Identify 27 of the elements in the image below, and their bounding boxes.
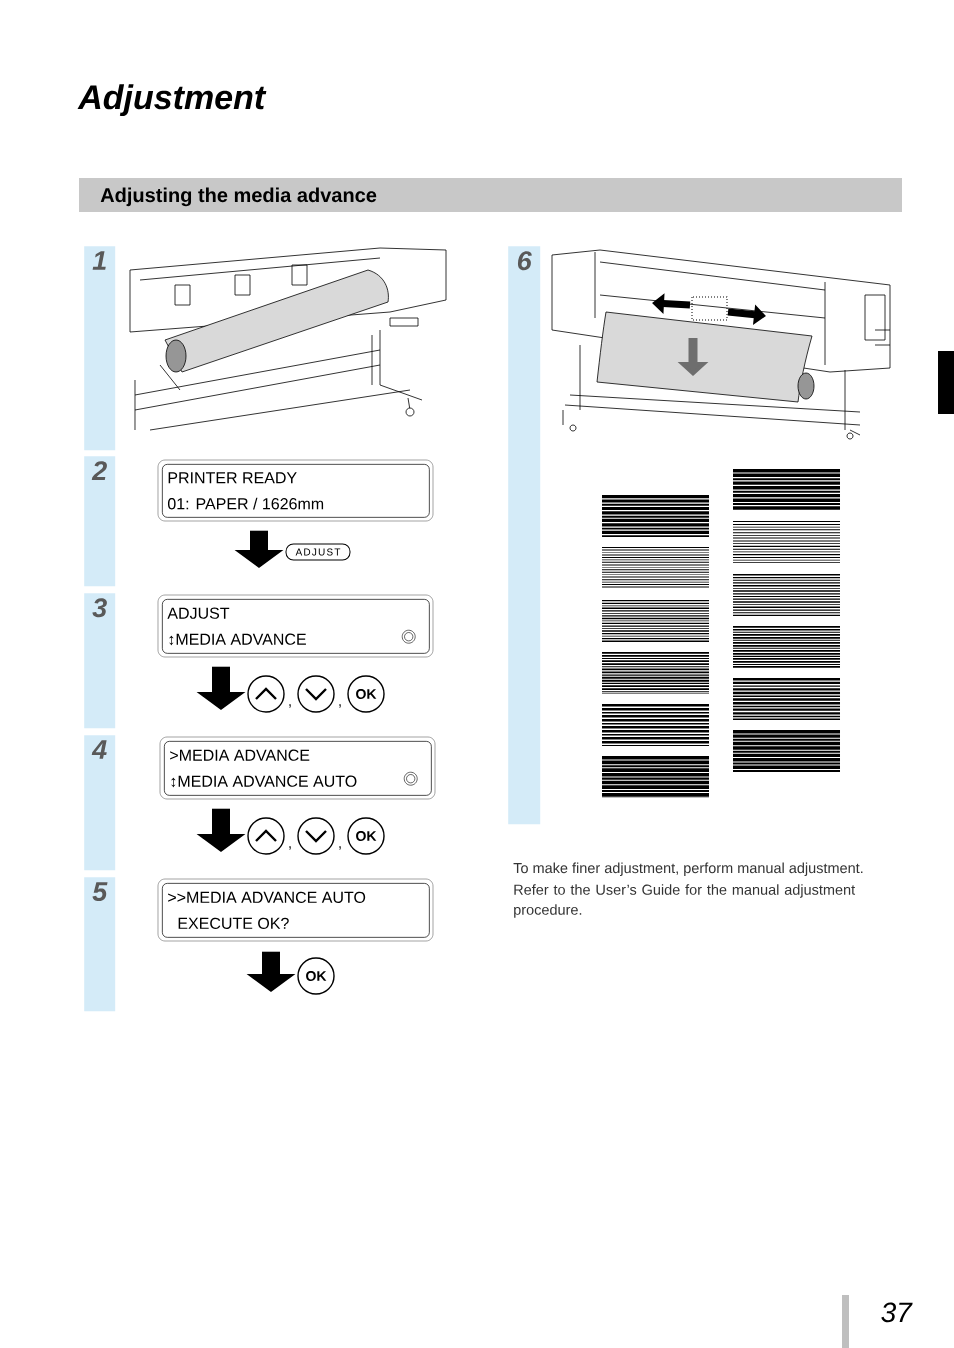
- page-title: Adjustment: [77, 84, 267, 117]
- display-panel: >MEDIA ADVANCE ↕MEDIA ADVANCE AUTO: [159, 736, 436, 800]
- ok-button: OK: [347, 675, 385, 713]
- step-band: 4: [84, 735, 116, 871]
- comma: ,: [289, 704, 291, 708]
- page-number: 37: [842, 1295, 913, 1348]
- step-band: 6: [508, 246, 541, 825]
- comma: ,: [289, 846, 291, 850]
- note-text: To make finer adjustment, perform manual adjustment.: [513, 862, 863, 876]
- up-button: [247, 675, 285, 713]
- display-panel: PRINTER READY 01: PAPER / 1626mm: [157, 459, 434, 522]
- step-band: 1: [84, 246, 116, 451]
- step-band: 2: [84, 456, 116, 587]
- adjust-button: ADJUST: [285, 543, 351, 561]
- comma: ,: [339, 846, 341, 850]
- display-panel: >>MEDIA ADVANCE AUTO EXECUTE OK?: [157, 878, 434, 942]
- section-heading: Adjusting the media advance: [79, 178, 902, 212]
- step-band: 5: [84, 877, 116, 1012]
- ok-button: OK: [347, 817, 385, 855]
- down-button: [297, 675, 335, 713]
- display-panel: ADJUST ↕MEDIA ADVANCE: [157, 594, 434, 658]
- up-button: [247, 817, 285, 855]
- comma: ,: [339, 704, 341, 708]
- ok-button: OK: [297, 957, 335, 995]
- note-text: Refer to the User’s Guide for the manual adjustment procedure.: [514, 884, 856, 918]
- down-button: [297, 817, 335, 855]
- step-band: 3: [84, 593, 116, 729]
